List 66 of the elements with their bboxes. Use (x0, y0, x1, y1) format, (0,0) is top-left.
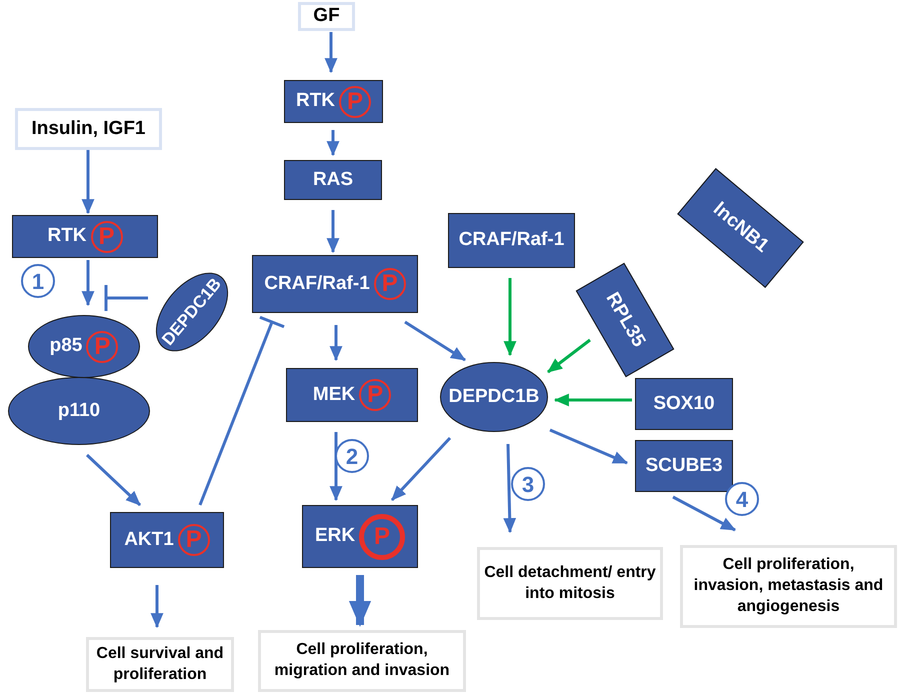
phosphorylation-mark: P (359, 514, 406, 560)
arrow (672, 496, 736, 532)
node-label: Cell proliferation, migration and invasion (273, 640, 451, 681)
node-label: Cell survival and proliferation (95, 644, 225, 684)
phosphorylation-mark: P (86, 330, 118, 362)
arrow (330, 325, 342, 362)
input-box (298, 2, 355, 31)
node-label: AKT1 (124, 528, 174, 552)
arrow (348, 575, 372, 627)
outcome-box (680, 545, 897, 628)
arrow (86, 454, 142, 506)
protein-box (286, 368, 418, 422)
node-label: ERK (314, 524, 356, 548)
node-label: CRAF/Raf-1 (458, 228, 564, 252)
step-number: 4 (725, 482, 759, 516)
node-label: Cell proliferation, invasion, metastasis and angiogenesis (692, 555, 884, 617)
protein-box (635, 440, 733, 492)
arrow (82, 150, 94, 214)
arrow (390, 436, 452, 502)
step-number: 1 (21, 264, 55, 298)
phosphorylation-mark: P (90, 220, 123, 252)
node-label: p85 (50, 334, 82, 358)
input-box (15, 108, 162, 150)
arrow (82, 260, 94, 306)
arrow (504, 278, 516, 356)
protein-box (110, 512, 224, 568)
node-label: GF (313, 4, 340, 28)
node-label: p110 (58, 398, 100, 423)
arrow (547, 338, 591, 374)
protein-box (252, 255, 418, 313)
node-label: DEPDC1B (448, 384, 540, 409)
phosphorylation-mark: P (178, 524, 210, 556)
node-label: Cell detachment/ entry into mitosis (484, 562, 656, 604)
phosphorylation-mark: P (374, 268, 406, 300)
phosphorylation-mark: P (339, 86, 372, 118)
node-label: RTK (296, 89, 336, 114)
arrow (404, 320, 466, 362)
inhibition-line (104, 284, 148, 312)
arrow (326, 210, 340, 254)
protein-box (284, 160, 382, 200)
step-number: 3 (511, 467, 545, 501)
outcome-box (86, 637, 234, 692)
protein-box (284, 80, 383, 123)
protein-box (635, 378, 733, 430)
arrow (150, 585, 164, 628)
protein-box (448, 213, 575, 268)
outcome-box (477, 547, 663, 620)
arrow (503, 444, 516, 534)
node-label: CRAF/Raf-1 (264, 272, 370, 296)
node-label: MEK (312, 382, 356, 407)
protein-box (302, 505, 418, 568)
node-label: Insulin, IGF1 (31, 116, 146, 141)
protein-box (12, 215, 158, 258)
outcome-box (258, 630, 466, 692)
arrow (554, 394, 632, 406)
node-label: RTK (47, 224, 87, 248)
step-number: 2 (335, 439, 369, 473)
phosphorylation-mark: P (359, 379, 392, 411)
inhibition-line (198, 316, 286, 506)
arrow (326, 130, 340, 156)
arrow (549, 428, 628, 464)
node-label: SCUBE3 (645, 454, 723, 478)
arrow (330, 432, 342, 502)
node-label: SOX10 (653, 392, 715, 416)
node-label: RAS (312, 168, 354, 192)
arrow (324, 32, 338, 74)
